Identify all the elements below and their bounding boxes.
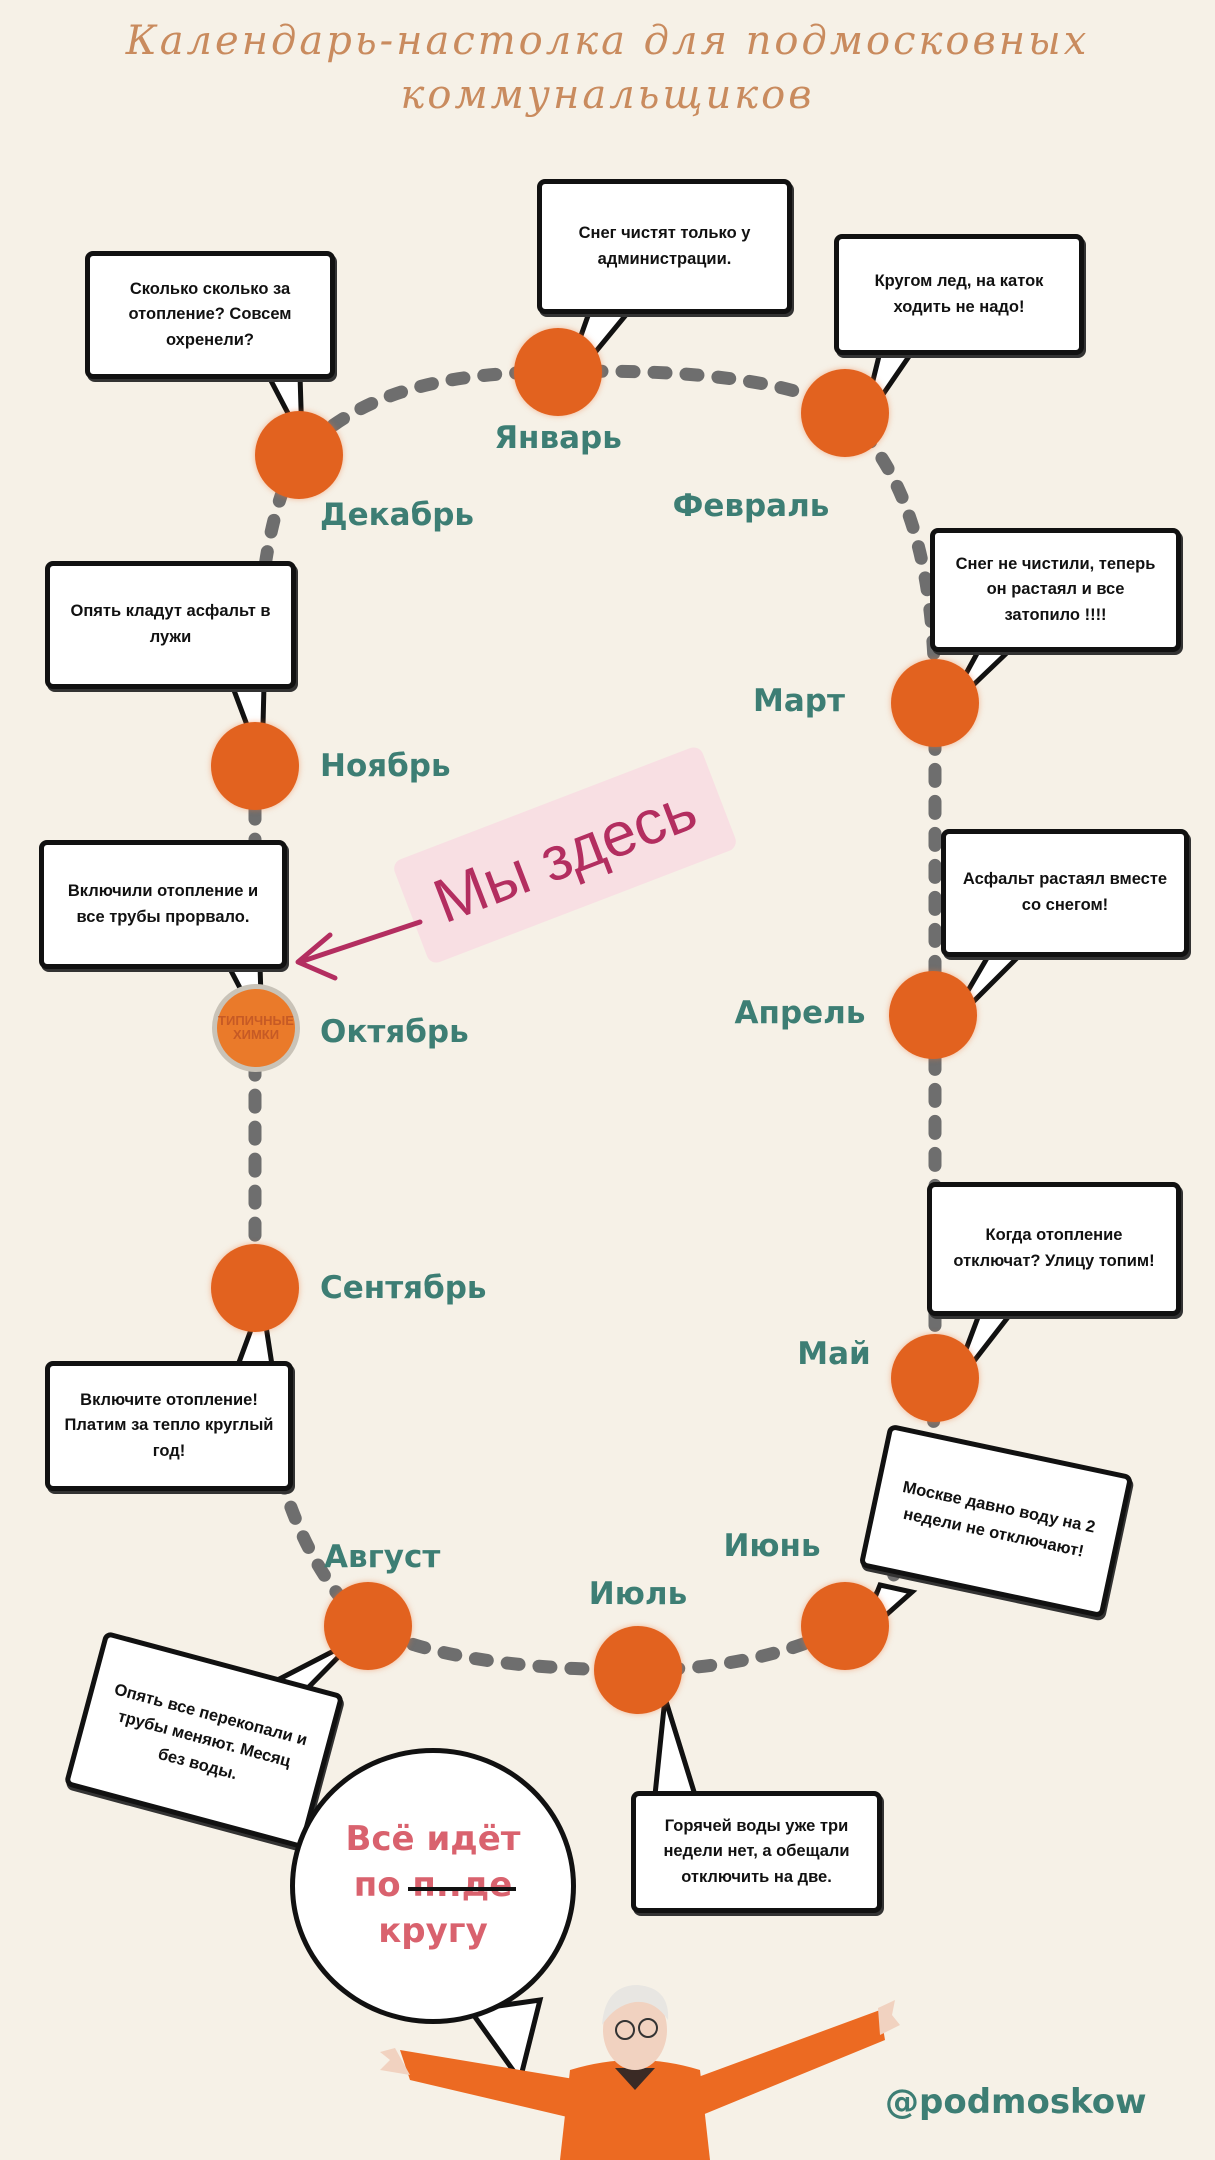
round-bubble-line-1: Всё идёт <box>345 1819 521 1860</box>
speech-bubble: Снег не чистили, теперь он растаял и все… <box>930 528 1181 652</box>
month-dot <box>801 1582 889 1670</box>
month-dot <box>324 1582 412 1670</box>
month-label: Март <box>753 683 845 719</box>
month-label: Ноябрь <box>320 748 451 784</box>
month-dot <box>514 328 602 416</box>
speech-bubble: Включите отопление! Платим за тепло круг… <box>45 1361 293 1491</box>
speech-bubble: Сколько сколько за отопление? Совсем охр… <box>85 251 335 379</box>
speech-bubble: Снег чистят только у администрации. <box>537 179 792 314</box>
bubble-text: Включите отопление! Платим за тепло круг… <box>64 1390 274 1460</box>
bubble-text: Асфальт растаял вместе со снегом! <box>962 870 1168 914</box>
logo-text-1: ТИПИЧНЫЕ <box>218 1013 294 1029</box>
logo-text-2: ХИМКИ <box>232 1027 280 1042</box>
month-dot <box>211 1244 299 1332</box>
author-handle: @podmoskow <box>885 2082 1147 2122</box>
bubble-text: Когда отопление отключат? Улицу топим! <box>953 1226 1155 1270</box>
month-label: Сентябрь <box>320 1270 487 1306</box>
speech-bubble: Кругом лед, на каток ходить не надо! <box>834 234 1084 355</box>
round-bubble-prefix: по <box>353 1865 401 1906</box>
month-dot <box>211 722 299 810</box>
bubble-text: Горячей воды уже три недели нет, а обеща… <box>663 1816 850 1886</box>
month-label: Май <box>797 1336 871 1372</box>
month-label: Июль <box>588 1576 688 1612</box>
speech-bubble: Опять кладут асфальт в лужи <box>45 561 296 689</box>
month-dot <box>891 1334 979 1422</box>
month-dot <box>594 1626 682 1714</box>
month-label: Июнь <box>723 1528 821 1564</box>
bubble-text: Включили отопление и все трубы прорвало. <box>67 881 259 926</box>
bubble-text: Кругом лед, на каток ходить не надо! <box>874 271 1044 316</box>
month-label: Октябрь <box>320 1014 469 1050</box>
man-illustration <box>380 1985 900 2160</box>
month-dot <box>891 659 979 747</box>
title-line-2: коммунальщиков <box>400 72 815 118</box>
month-label: Январь <box>494 420 622 456</box>
round-speech-bubble: Всё идёт по п..де кругу <box>290 1748 576 2024</box>
month-label: Август <box>324 1539 441 1575</box>
month-label: Декабрь <box>320 497 475 533</box>
month-dot <box>801 369 889 457</box>
speech-bubble: Включили отопление и все трубы прорвало. <box>39 840 287 969</box>
bubble-text: Снег не чистили, теперь он растаял и все… <box>955 554 1156 624</box>
speech-bubble: Горячей воды уже три недели нет, а обеща… <box>631 1791 882 1913</box>
month-dot <box>255 411 343 499</box>
round-bubble-line-3: кругу <box>378 1910 488 1951</box>
month-label: Февраль <box>672 488 830 524</box>
tipichnye-khimki-logo: ТИПИЧНЫЕ ХИМКИ <box>212 984 300 1072</box>
month-dot <box>889 971 977 1059</box>
bubble-text: Сколько сколько за отопление? Совсем охр… <box>128 279 292 349</box>
speech-bubble: Асфальт растаял вместе со снегом! <box>941 829 1189 957</box>
month-label: Апрель <box>734 995 866 1031</box>
title-line-1: Календарь-настолка для подмосковных <box>125 18 1090 64</box>
speech-bubble: Когда отопление отключат? Улицу топим! <box>927 1182 1181 1316</box>
bubble-text: Снег чистят только у администрации. <box>578 223 751 268</box>
bubble-text: Опять кладут асфальт в лужи <box>70 602 271 646</box>
struck-word: п..де <box>412 1865 513 1906</box>
